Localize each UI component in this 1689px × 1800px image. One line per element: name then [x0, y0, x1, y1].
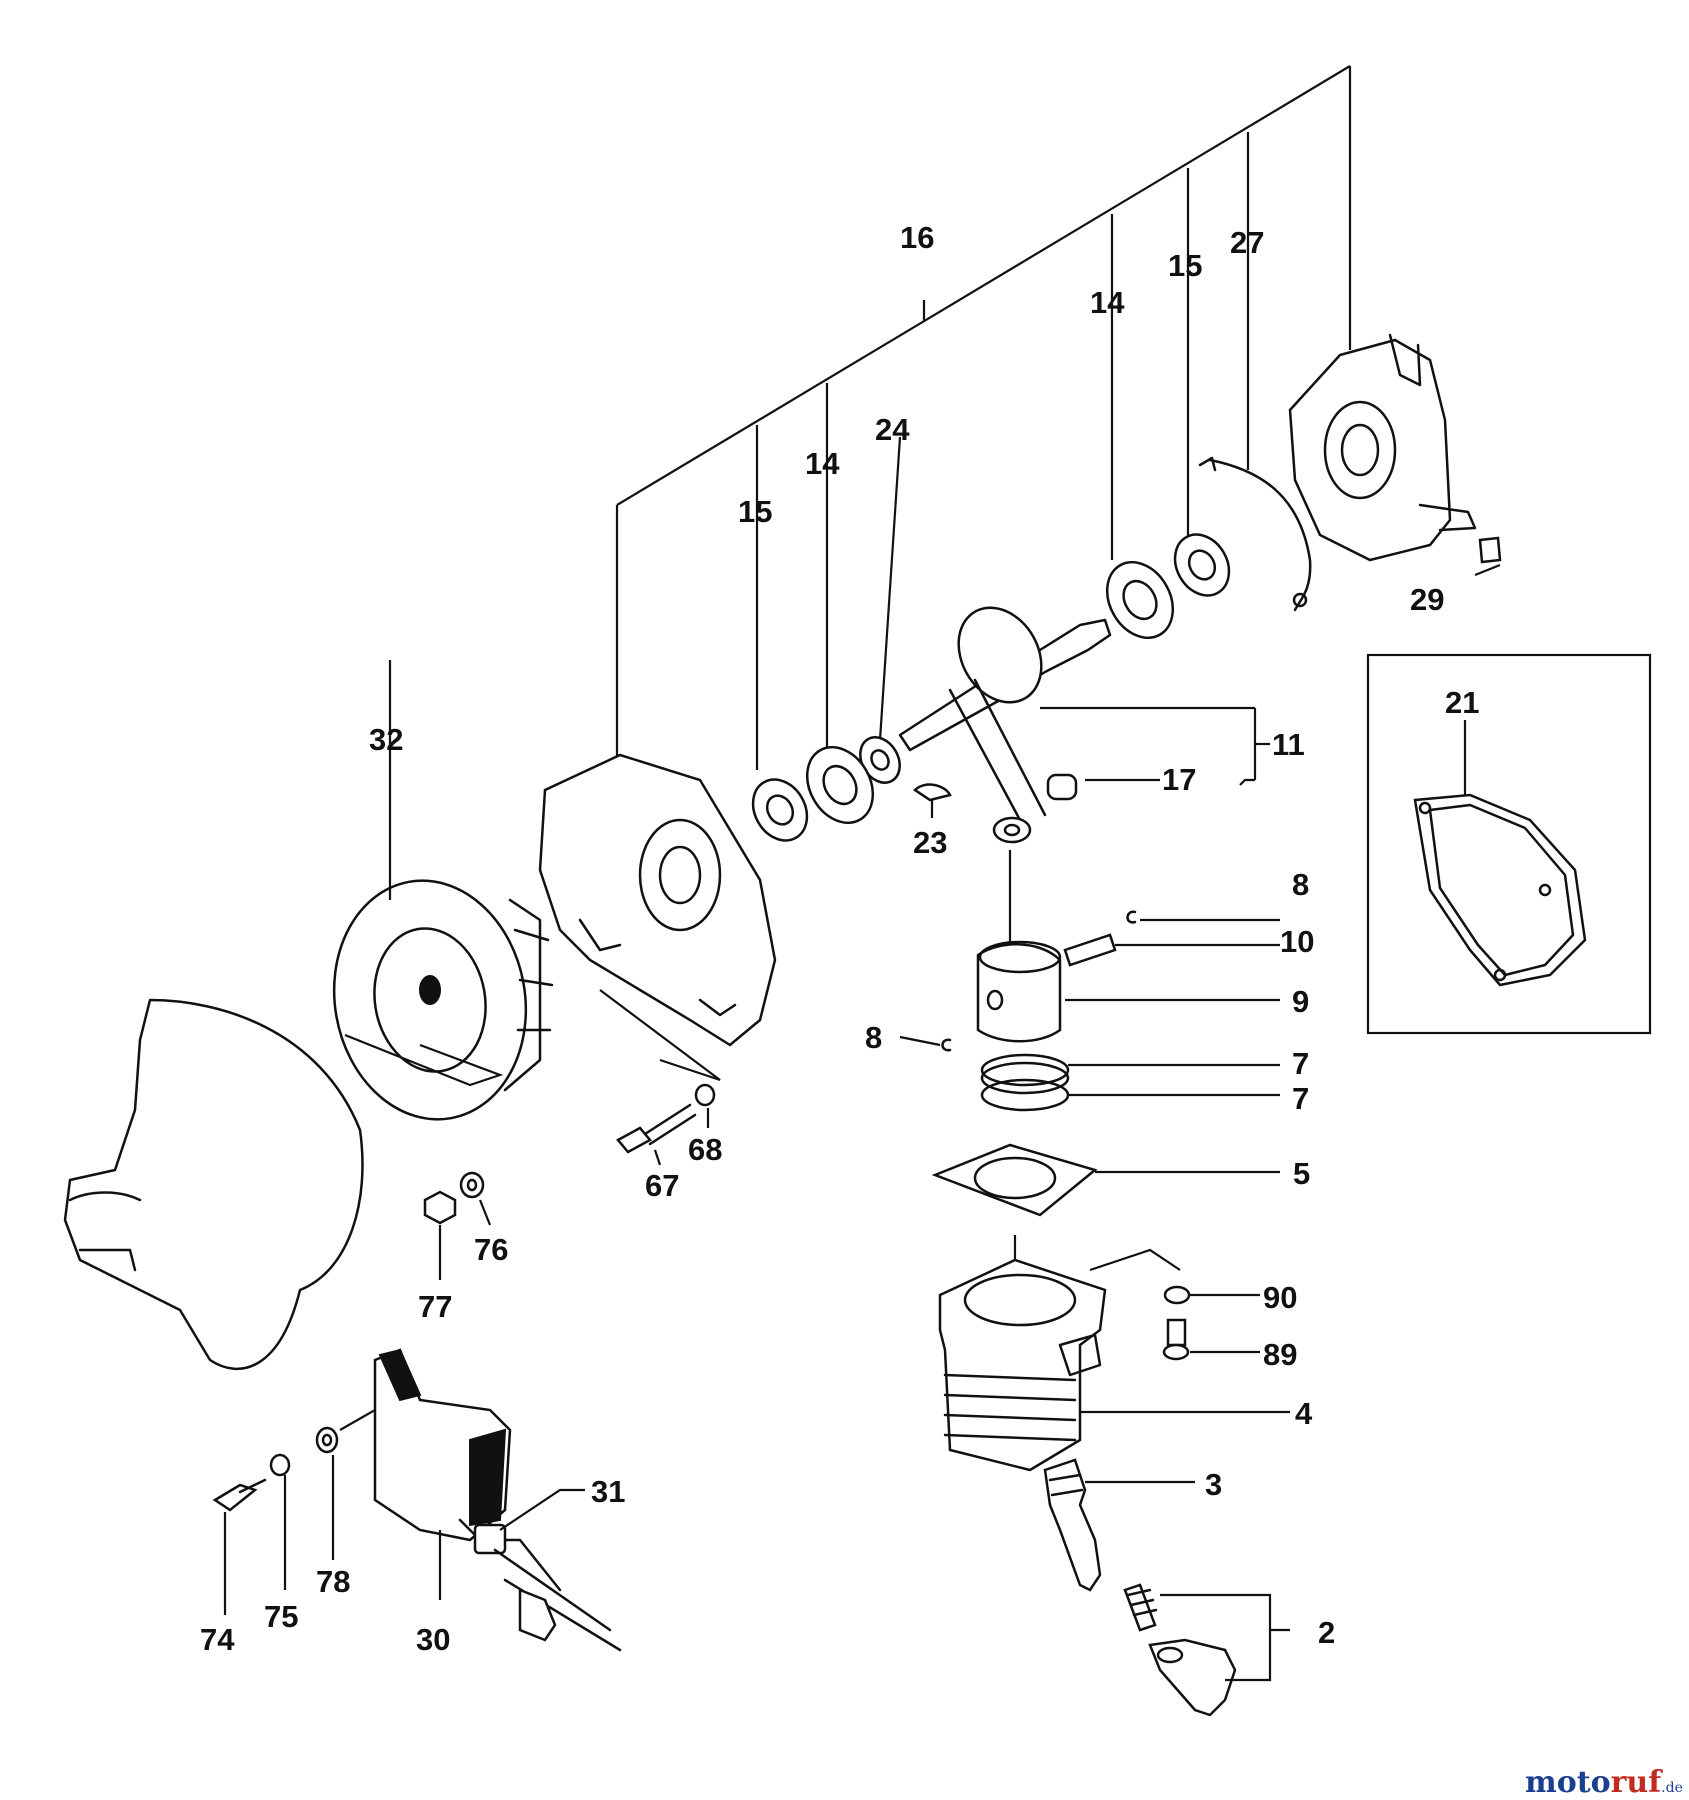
- crankshaft-assembly-11: [898, 606, 1112, 844]
- piston-pin-10: [1063, 933, 1117, 967]
- fan-housing: [63, 998, 364, 1371]
- watermark-brand-a: moto: [1525, 1765, 1611, 1800]
- bolt-67: [616, 1103, 697, 1154]
- label-76: 76: [474, 1232, 508, 1267]
- part-labels: 16 15 27 14 24 14 15 29 21 32 11 17 23 8…: [200, 220, 1479, 1657]
- label-23: 23: [913, 825, 947, 860]
- label-32: 32: [369, 722, 403, 757]
- watermark-logo: motoruf.de: [1525, 1765, 1683, 1800]
- circlip-8-top: [1126, 910, 1137, 924]
- washer-90: [1163, 1285, 1191, 1305]
- label-9: 9: [1292, 984, 1309, 1019]
- label-24: 24: [875, 412, 910, 447]
- label-14-top: 14: [1090, 285, 1125, 320]
- bearing-14-left: [805, 746, 875, 824]
- label-68: 68: [688, 1132, 722, 1167]
- label-21: 21: [1445, 685, 1479, 720]
- crankcase-half-left: [538, 753, 777, 1047]
- ignition-coil-30: [373, 1348, 562, 1592]
- label-15-top: 15: [1168, 248, 1202, 283]
- label-10: 10: [1280, 924, 1314, 959]
- label-30: 30: [416, 1622, 450, 1657]
- spark-plug-3: [1043, 1458, 1102, 1592]
- piston-9: [976, 940, 1062, 1043]
- washer-78: [315, 1426, 339, 1454]
- leader-lines: [223, 563, 1501, 1682]
- crankcase-half-right: [1288, 333, 1477, 562]
- label-27: 27: [1230, 225, 1264, 260]
- label-75: 75: [264, 1599, 298, 1634]
- nut-29: [1478, 536, 1502, 564]
- cylinder-4: [938, 1258, 1107, 1472]
- bearing-15-right: [1173, 533, 1231, 597]
- flywheel-32: [332, 879, 554, 1121]
- label-8-top: 8: [1292, 867, 1309, 902]
- label-11: 11: [1272, 727, 1305, 762]
- label-78: 78: [316, 1564, 350, 1599]
- label-3: 3: [1205, 1467, 1222, 1502]
- label-29: 29: [1410, 582, 1444, 617]
- label-89: 89: [1263, 1337, 1297, 1372]
- label-67: 67: [645, 1168, 679, 1203]
- label-5: 5: [1293, 1156, 1310, 1191]
- nut-77: [423, 1190, 457, 1225]
- label-4: 4: [1295, 1396, 1313, 1431]
- label-77: 77: [418, 1289, 452, 1324]
- bearing-15-left: [751, 778, 809, 842]
- screw-89: [1162, 1318, 1190, 1361]
- spark-plug-lead-31: [493, 1548, 622, 1652]
- watermark-brand-b: ruf: [1611, 1765, 1664, 1800]
- washer-76: [459, 1171, 485, 1199]
- spark-plug-cap-2: [1123, 1583, 1237, 1717]
- label-74: 74: [200, 1622, 235, 1657]
- svg-text:motoruf.de: motoruf.de: [1525, 1765, 1683, 1800]
- watermark-suffix: .de: [1661, 1780, 1683, 1796]
- needle-bearing-17: [1046, 773, 1078, 801]
- screw-74: [212, 1478, 267, 1512]
- label-17: 17: [1162, 762, 1196, 797]
- inset-box: [1366, 653, 1652, 1035]
- bearing-14-right: [1105, 561, 1175, 639]
- washer-68: [694, 1083, 716, 1107]
- label-16: 16: [900, 220, 934, 255]
- label-7-top: 7: [1292, 1046, 1309, 1081]
- label-2: 2: [1318, 1615, 1335, 1650]
- label-14-mid: 14: [805, 446, 840, 481]
- piston-ring-7-top: [980, 1053, 1070, 1095]
- label-7-bottom: 7: [1292, 1081, 1309, 1116]
- key-23: [913, 783, 952, 802]
- label-31: 31: [591, 1474, 625, 1509]
- washer-75: [269, 1453, 291, 1477]
- circlip-8-bottom: [941, 1038, 952, 1052]
- cylinder-gasket-5: [931, 1143, 1098, 1217]
- label-15-mid: 15: [738, 494, 772, 529]
- gasket-27: [1198, 456, 1312, 612]
- label-8-bottom: 8: [865, 1020, 882, 1055]
- assembly-bracket-16: [615, 65, 1352, 780]
- label-90: 90: [1263, 1280, 1297, 1315]
